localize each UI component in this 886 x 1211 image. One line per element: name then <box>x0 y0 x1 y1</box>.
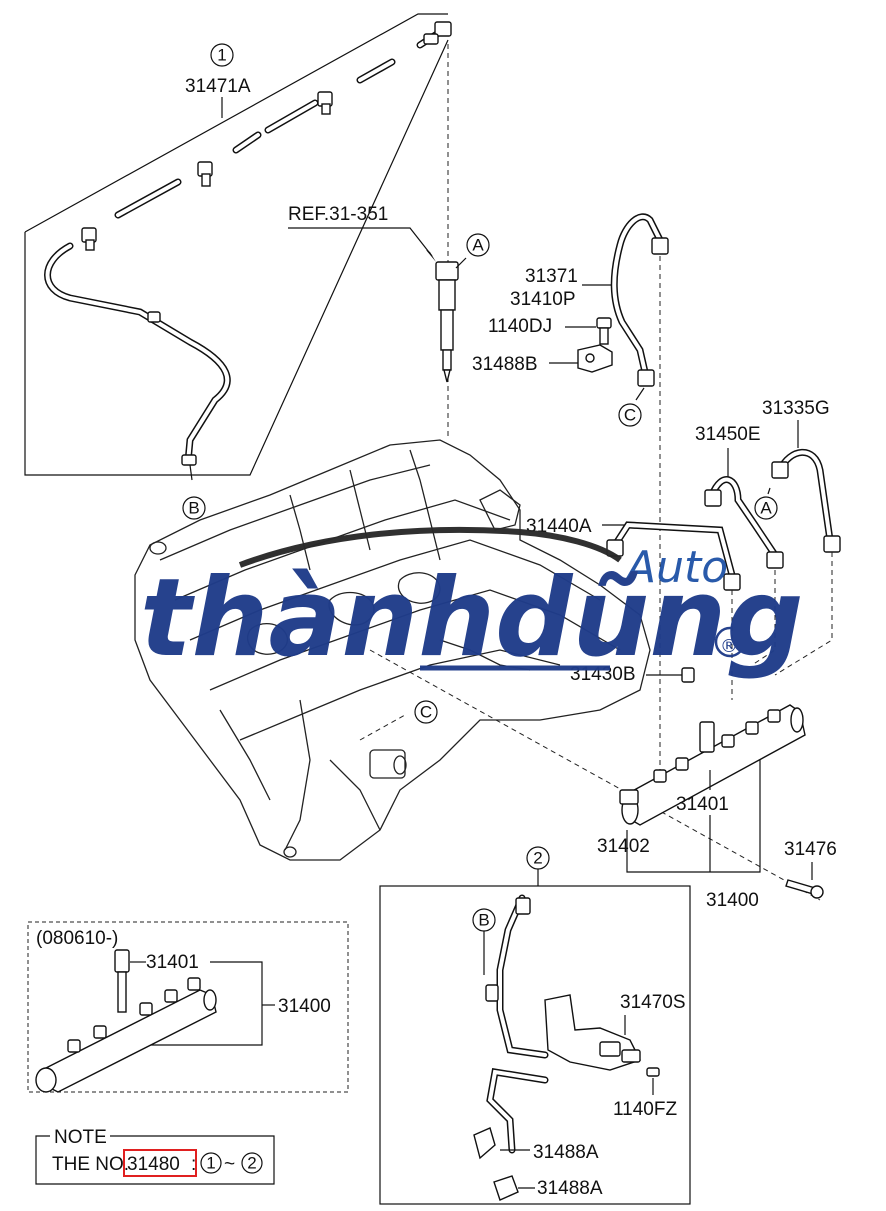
pipe-31335G-nut-2 <box>823 535 841 553</box>
pipe-31450E-nut-2 <box>766 551 784 569</box>
callout-c-circle-engine <box>414 700 438 724</box>
label-31400: 31400 <box>706 890 759 911</box>
label-31371: 31371 <box>525 266 578 287</box>
note-title: NOTE <box>54 1127 107 1148</box>
clamp-31488A-1 <box>473 1127 496 1160</box>
pipe-nut-top <box>651 237 669 255</box>
engine-block <box>134 439 651 861</box>
watermark-brand: thànhdũng <box>140 556 804 681</box>
callout-c-top: C <box>624 406 636 425</box>
label-31488A-2: 31488A <box>537 1178 603 1199</box>
variant-label-31401: 31401 <box>146 952 199 973</box>
callout-a-circle-right <box>754 496 778 520</box>
watermark-mark: ® <box>720 636 738 657</box>
callout-a-top: A <box>472 236 484 255</box>
label-31335G: 31335G <box>762 398 830 419</box>
label-31470S: 31470S <box>620 992 686 1013</box>
hose-b-fitting <box>485 984 499 1002</box>
label-31471A: 31471A <box>185 76 251 97</box>
injection-pipes-right: 31335G 31450E A 31440A 31430B <box>526 398 841 700</box>
clamp-31488A-2 <box>493 1175 519 1201</box>
watermark-car-roof-icon <box>238 526 622 568</box>
tee-connector-1 <box>423 21 452 45</box>
pressure-limiter-valve <box>619 789 639 805</box>
callout-c-circle-top <box>618 403 642 427</box>
label-31450E: 31450E <box>695 424 761 445</box>
label-ref-31-351: REF.31-351 <box>288 204 388 225</box>
label-31410P: 31410P <box>510 289 576 310</box>
variant-label-31400: 31400 <box>278 996 331 1017</box>
bolt-1140DJ-head <box>596 317 612 329</box>
note-prefix: THE NO. <box>52 1154 129 1175</box>
bracket-31488B <box>577 344 613 373</box>
variant-date-label: (080610-) <box>36 928 118 949</box>
label-31402: 31402 <box>597 836 650 857</box>
tee-connector-3 <box>197 161 213 187</box>
note-range-end: 2 <box>247 1154 256 1173</box>
group-1-circle <box>210 43 234 67</box>
callout-b-box2: B <box>478 911 489 930</box>
callout-a-right: A <box>760 499 772 518</box>
hose-upper-fitting <box>515 897 531 915</box>
note-range-start: 1 <box>206 1154 215 1173</box>
note-highlight-box <box>123 1149 197 1177</box>
pipe-31450E-nut-1 <box>704 489 722 507</box>
injector-assembly: REF.31-351 A <box>288 44 490 440</box>
pipe-nut-bottom <box>637 369 655 387</box>
group-1-number: 1 <box>217 46 226 65</box>
variant-rail-box: (080610-) 31401 31400 <box>27 921 349 1093</box>
watermark-registered-icon <box>714 626 746 658</box>
watermark-suffix: Auto <box>623 542 728 593</box>
callout-c-engine: C <box>420 703 432 722</box>
tee-connector-2 <box>317 91 333 115</box>
tee-connector-4 <box>81 227 97 251</box>
hose-end-fitting <box>181 454 197 466</box>
bolt-1140FZ <box>646 1067 660 1077</box>
common-rail-assembly: C 31401 31402 31400 31476 <box>359 649 837 911</box>
label-31476: 31476 <box>784 839 837 860</box>
pipe-31335G-nut-1 <box>771 461 789 479</box>
label-1140DJ: 1140DJ <box>488 316 552 337</box>
watermark: Auto thànhdũng ® <box>140 526 804 681</box>
callout-a-circle-top <box>466 233 490 257</box>
callout-b-circle-left <box>182 496 206 520</box>
label-1140FZ: 1140FZ <box>613 1099 677 1120</box>
label-31401: 31401 <box>676 794 729 815</box>
note-part-number: 31480 <box>127 1154 180 1175</box>
fuel-hose-group-box: 2 B 31470S 1140FZ 31488A 31488A <box>379 846 691 1205</box>
group-2-number: 2 <box>533 849 542 868</box>
label-31488A-1: 31488A <box>533 1142 599 1163</box>
callout-b-left: B <box>188 499 199 518</box>
note-colon: : <box>191 1154 196 1175</box>
rail-pressure-sensor <box>699 721 715 753</box>
label-31488B: 31488B <box>472 354 538 375</box>
note-box: NOTE THE NO. 31480 : 1 ~ 2 <box>35 1127 275 1185</box>
bolt-1140DJ-shank <box>599 327 609 345</box>
hose-clip <box>147 311 161 323</box>
high-pressure-pipe-31371: 31371 31410P C 1140DJ 31488B <box>472 213 669 780</box>
variant-pressure-sensor <box>114 949 130 973</box>
return-hose-group-box: 1 31471A B <box>24 13 452 520</box>
note-tilde: ~ <box>224 1154 235 1175</box>
